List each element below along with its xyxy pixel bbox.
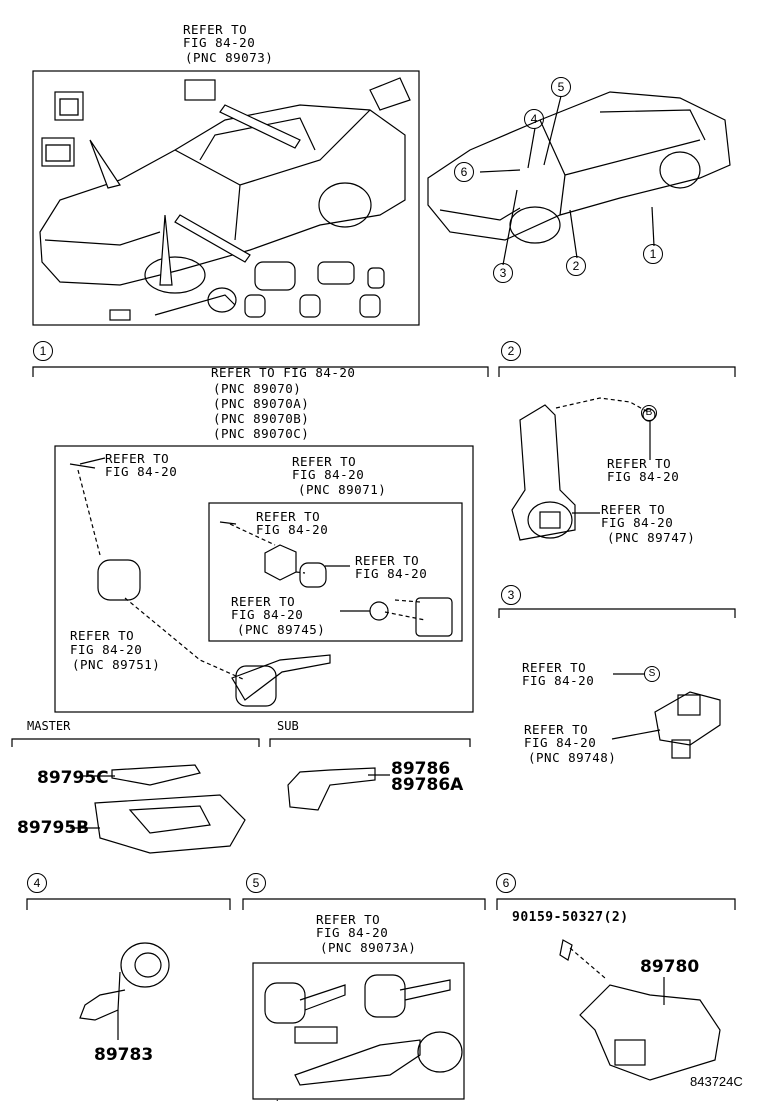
remote-board [415, 597, 453, 637]
section-5-badge: 5 [246, 873, 266, 893]
s1-b-fig: FIG 84-20 [292, 467, 365, 482]
s3-a-fig: FIG 84-20 [522, 673, 595, 688]
key-cover-part [97, 559, 141, 601]
callout-5: 5 [551, 77, 571, 97]
callout-1: 1 [643, 244, 663, 264]
s2-b-refer: REFER TO [601, 502, 666, 517]
part-sensor-a [54, 91, 84, 121]
s5-fig: FIG 84-20 [316, 925, 389, 940]
s1-d-refer: REFER TO [355, 553, 420, 568]
s1-a-refer: REFER TO [105, 451, 170, 466]
key-blank [294, 1026, 338, 1044]
s3-b-refer: REFER TO [524, 722, 589, 737]
s3-b-fig: FIG 84-20 [524, 735, 597, 750]
section-1-inner-box [208, 502, 463, 642]
svg-text:.: . [276, 1093, 279, 1104]
section-5-box [252, 962, 465, 1100]
top-refer-label: REFER TO [183, 22, 248, 37]
bolt-part-number: 90159-50327(2) [512, 910, 629, 925]
s2-b-fig: FIG 84-20 [601, 515, 674, 530]
transponder-chip [264, 544, 297, 581]
coil-part [120, 942, 170, 988]
s1-f-pnc: (PNC 89751) [72, 657, 161, 672]
section-6-badge: 6 [496, 873, 516, 893]
sub-key [287, 767, 376, 811]
part-number-89795c: 89795C [37, 768, 109, 788]
s5-pnc: (PNC 89073A) [320, 940, 417, 955]
callout-4: 4 [524, 109, 544, 129]
screw-s-marker: S [644, 666, 660, 682]
master-key-body [231, 654, 331, 701]
master-key-plate [111, 764, 201, 786]
sub-label: SUB [277, 719, 299, 733]
s1-e-pnc: (PNC 89745) [237, 622, 326, 637]
s1-a-fig: FIG 84-20 [105, 464, 178, 479]
s1-e-fig: FIG 84-20 [231, 607, 304, 622]
key-unlock-switch [654, 691, 721, 746]
figure-id: 843724C [690, 1074, 743, 1089]
part-number-89783: 89783 [94, 1045, 154, 1065]
ignition-switch-bracket [511, 404, 576, 541]
s1-d-fig: FIG 84-20 [355, 566, 428, 581]
overview-box [32, 70, 420, 326]
s3-a-refer: REFER TO [522, 660, 587, 675]
part-number-89780: 89780 [640, 957, 700, 977]
callout-2: 2 [566, 256, 586, 276]
callout-6: 6 [454, 162, 474, 182]
s2-a-fig: FIG 84-20 [607, 469, 680, 484]
part-control-unit [41, 137, 75, 167]
part-number-89786a: 89786A [391, 775, 464, 795]
s2-b-pnc: (PNC 89747) [607, 530, 696, 545]
part-number-89795b: 89795B [17, 818, 90, 838]
s5-refer: REFER TO [316, 912, 381, 927]
s1-b-refer: REFER TO [292, 454, 357, 469]
part-number-89786: 89786 [391, 759, 451, 779]
s1-pnc-1: (PNC 89070) [213, 381, 302, 396]
s1-pnc-4: (PNC 89070C) [213, 426, 310, 441]
s1-pnc-3: (PNC 89070B) [213, 411, 310, 426]
section-1-outer-box [54, 445, 474, 713]
s1-pnc-2: (PNC 89070A) [213, 396, 310, 411]
part-lock-cylinder [254, 261, 296, 291]
s1-c-refer: REFER TO [256, 509, 321, 524]
s1-f-refer: REFER TO [70, 628, 135, 643]
s1-refer-fig: REFER TO FIG 84-20 [211, 365, 356, 380]
section-1-badge: 1 [33, 341, 53, 361]
master-label: MASTER [27, 719, 71, 733]
part-module-top [184, 79, 216, 101]
callout-3: 3 [493, 263, 513, 283]
section-4-badge: 4 [27, 873, 47, 893]
overview-car-body [39, 104, 406, 286]
s1-c-fig: FIG 84-20 [256, 522, 329, 537]
control-module [579, 984, 721, 1081]
key-card [94, 794, 246, 854]
s1-e-refer: REFER TO [231, 594, 296, 609]
section-3-badge: 3 [501, 585, 521, 605]
right-car-body [427, 91, 731, 241]
part-antenna [369, 77, 411, 111]
s2-a-refer: REFER TO [607, 456, 672, 471]
section-2-badge: 2 [501, 341, 521, 361]
top-fig-label: FIG 84-20 [183, 35, 256, 50]
bolt-b-marker: B [641, 405, 657, 421]
s1-b-pnc: (PNC 89071) [298, 482, 387, 497]
s3-b-pnc: (PNC 89748) [528, 750, 617, 765]
s1-f-fig: FIG 84-20 [70, 642, 143, 657]
top-pnc-label: (PNC 89073) [185, 50, 274, 65]
